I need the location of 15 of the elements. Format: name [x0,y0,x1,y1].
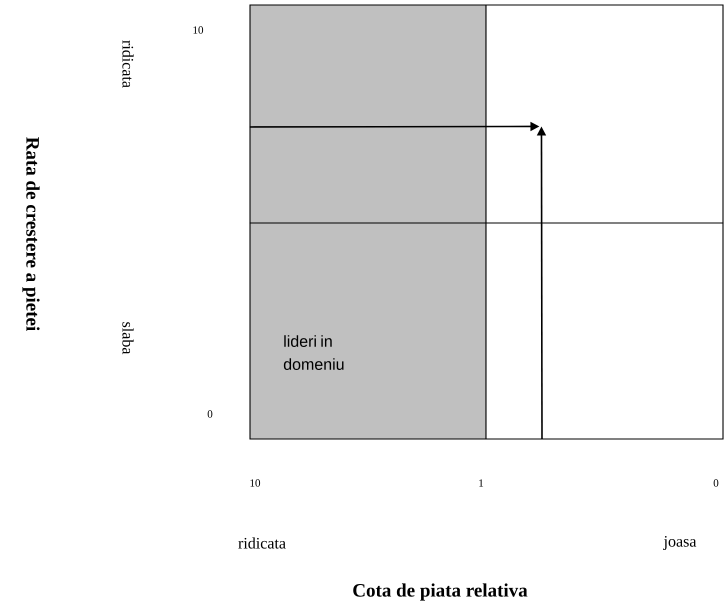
quadrant-box [249,4,487,224]
axis-level-label: slaba [122,322,134,354]
quadrant-box [485,222,724,440]
quadrant-box: lideri in domeniu [249,222,487,440]
tick-label: 10 [250,479,260,487]
axis-level-label: ridicata [238,537,286,549]
quadrant-box [485,4,724,224]
tick-label: 10 [193,26,204,34]
tick-label: 0 [208,410,212,418]
axis-level-label: joasa [663,536,696,550]
tick-label: 0 [714,479,718,487]
axis-title: Rata de crestere a pietei [22,137,40,331]
axis-title: Cota de piata relativa [353,583,528,601]
tick-label: 1 [479,479,484,487]
axis-level-label: ridicata [122,40,134,88]
